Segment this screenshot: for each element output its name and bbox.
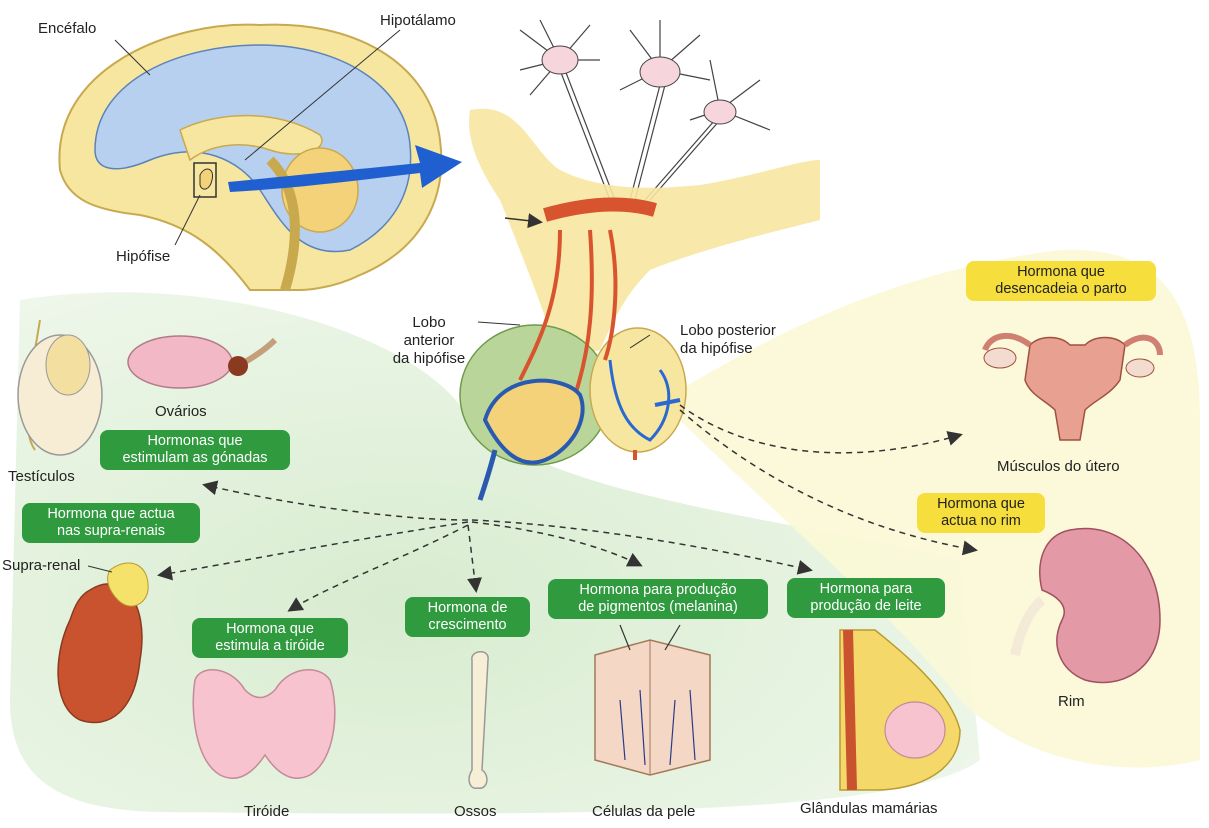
hormone-box-pigmentos: Hormona para produção de pigmentos (mela… [548,579,768,619]
label-ovarios: Ovários [155,403,207,421]
hormone-box-parto: Hormona que desencadeia o parto [966,261,1156,301]
hormone-box-leite: Hormona para produção de leite [787,578,945,618]
hormone-box-rim-line1: Hormona que [925,496,1037,513]
label-lobo-posterior-line1: Lobo posterior [680,322,776,340]
label-hipofise: Hipófise [116,248,170,266]
hormone-box-tiroide-line1: Hormona que [200,621,340,638]
label-supra-renal: Supra-renal [2,557,80,575]
hormone-box-gonadas-line2: estimulam as gónadas [108,450,282,467]
label-celulas-pele: Células da pele [592,803,695,821]
hormone-box-crescimento: Hormona de crescimento [405,597,530,637]
hormone-box-supra-renais-line1: Hormona que actua [30,506,192,523]
hormone-box-parto-line2: desencadeia o parto [974,281,1148,298]
hormone-box-gonadas-line1: Hormonas que [108,433,282,450]
hormone-box-parto-line1: Hormona que [974,264,1148,281]
hormone-box-gonadas: Hormonas que estimulam as gónadas [100,430,290,470]
label-tiroide: Tiróide [244,803,289,821]
label-lobo-anterior-line1: Lobo [380,314,478,332]
hormone-box-rim: Hormona que actua no rim [917,493,1045,533]
hormone-box-pigmentos-line1: Hormona para produção [556,582,760,599]
hormone-box-tiroide-line2: estimula a tiróide [200,638,340,655]
label-rim: Rim [1058,693,1085,711]
label-lobo-anterior-line3: da hipófise [380,350,478,368]
label-musculos-utero: Músculos do útero [997,458,1120,476]
label-testiculos: Testículos [8,468,75,486]
hormone-box-crescimento-line2: crescimento [413,617,522,634]
hormone-box-leite-line1: Hormona para [795,581,937,598]
hormone-box-supra-renais: Hormona que actua nas supra-renais [22,503,200,543]
hormone-box-tiroide: Hormona que estimula a tiróide [192,618,348,658]
label-lobo-anterior: Lobo anterior da hipófise [380,314,478,368]
label-glandulas-mamarias: Glândulas mamárias [800,800,938,818]
label-encefalo: Encéfalo [38,20,96,38]
hormone-box-leite-line2: produção de leite [795,598,937,615]
label-hipotalamo: Hipotálamo [380,12,456,30]
hormone-box-crescimento-line1: Hormona de [413,600,522,617]
label-ossos: Ossos [454,803,497,821]
label-lobo-posterior-line2: da hipófise [680,340,776,358]
hormone-box-rim-line2: actua no rim [925,513,1037,530]
hormone-box-supra-renais-line2: nas supra-renais [30,523,192,540]
hormone-box-pigmentos-line2: de pigmentos (melanina) [556,599,760,616]
label-lobo-posterior: Lobo posterior da hipófise [680,322,776,358]
label-lobo-anterior-line2: anterior [380,332,478,350]
